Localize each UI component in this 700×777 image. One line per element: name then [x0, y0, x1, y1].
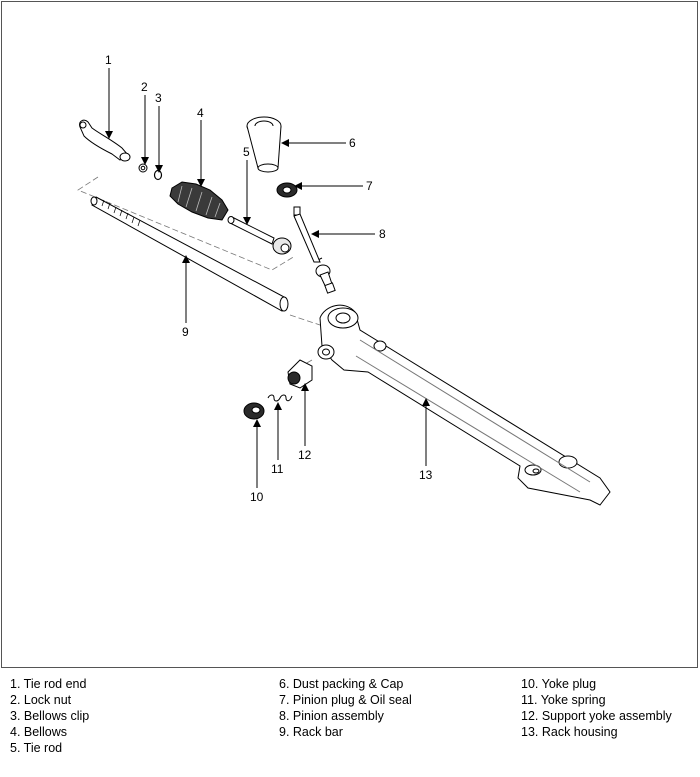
yoke-plug-part: [243, 402, 265, 420]
lock-nut-part: [138, 163, 148, 173]
legend-item: 9. Rack bar: [279, 725, 343, 739]
pinion-plug-oil-seal-part: [276, 182, 298, 198]
pinion-assembly-part: [293, 206, 336, 294]
yoke-spring-part: [267, 394, 293, 402]
support-yoke-part: [287, 359, 313, 389]
callout-6: 6: [349, 136, 356, 150]
legend-item: 2. Lock nut: [10, 693, 72, 707]
callout-1: 1: [105, 53, 112, 67]
callout-10: 10: [250, 490, 264, 504]
legend-column-3: 10. Yoke plug 11. Yoke spring 12. Suppor…: [521, 676, 672, 740]
bellows-part: [169, 181, 229, 221]
steering-gear-diagram: 1 2 3 4 5 6 7 8 9 10 11 12 13: [77, 53, 611, 506]
rack-housing-part: [317, 304, 611, 506]
legend-item: 1. Tie rod end: [10, 677, 87, 691]
legend-item: 5. Tie rod: [10, 741, 63, 755]
legend-column-2: 6. Dust packing & Cap 7. Pinion plug & O…: [279, 676, 412, 740]
legend-item: 8. Pinion assembly: [279, 709, 384, 723]
leader-lines: [105, 68, 430, 488]
bellows-clip-part: [153, 169, 163, 181]
tie-rod-end-part: [79, 119, 131, 162]
callout-3: 3: [155, 91, 162, 105]
legend-item: 11. Yoke spring: [521, 693, 606, 707]
legend-item: 13. Rack housing: [521, 725, 618, 739]
tie-rod-part: [227, 216, 292, 255]
callout-2: 2: [141, 80, 148, 94]
callout-4: 4: [197, 106, 204, 120]
legend-column-1: 1. Tie rod end 2. Lock nut 3. Bellows cl…: [10, 676, 89, 756]
callout-12: 12: [298, 448, 312, 462]
legend-item: 3. Bellows clip: [10, 709, 90, 723]
callout-11: 11: [271, 462, 284, 476]
parts-legend: 1. Tie rod end 2. Lock nut 3. Bellows cl…: [0, 676, 700, 776]
dust-packing-cap-part: [246, 116, 282, 173]
callout-7: 7: [366, 179, 373, 193]
legend-item: 7. Pinion plug & Oil seal: [279, 693, 412, 707]
rack-bar-part: [90, 196, 289, 312]
callout-9: 9: [182, 325, 189, 339]
legend-item: 6. Dust packing & Cap: [279, 677, 404, 691]
callout-13: 13: [419, 468, 433, 482]
callout-8: 8: [379, 227, 386, 241]
callout-5: 5: [243, 145, 250, 159]
legend-item: 10. Yoke plug: [521, 677, 597, 691]
legend-item: 4. Bellows: [10, 725, 67, 739]
legend-item: 12. Support yoke assembly: [521, 709, 672, 723]
